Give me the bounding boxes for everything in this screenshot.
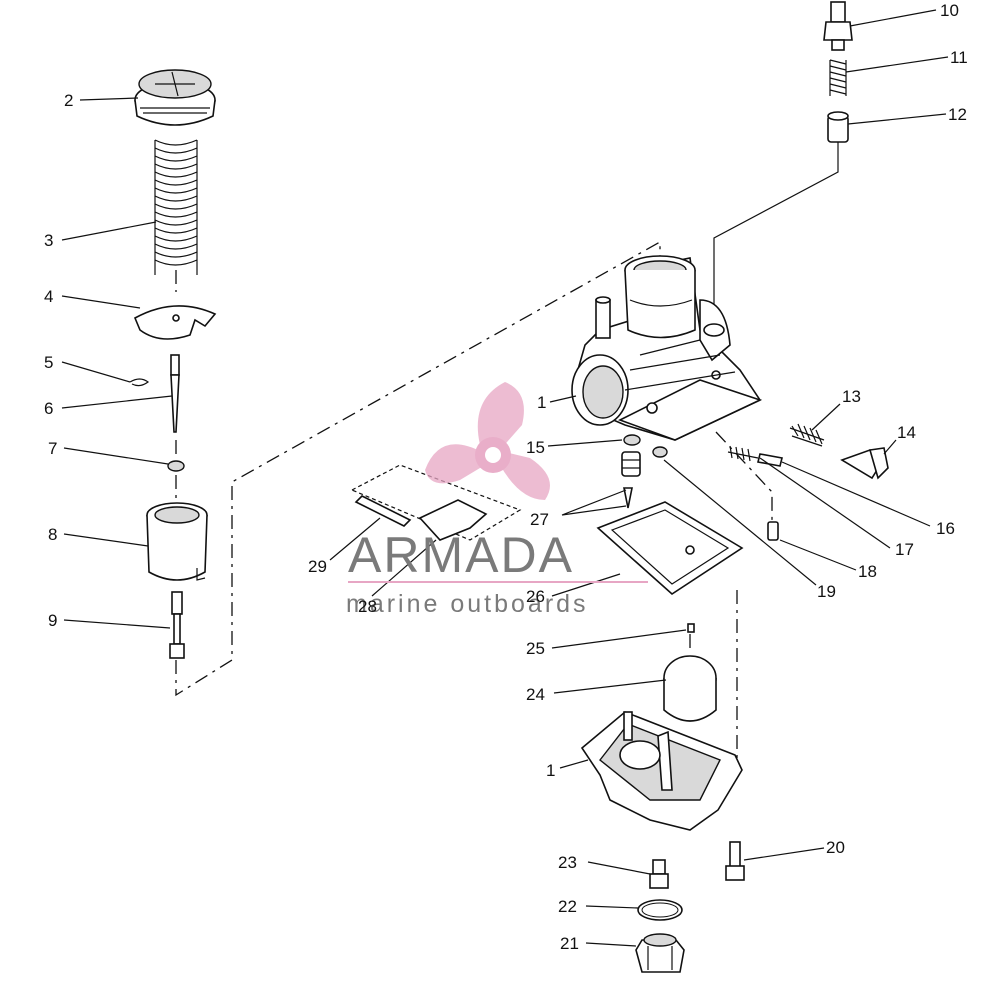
guide-line-bowl xyxy=(689,590,738,760)
fitting-part xyxy=(823,1,853,51)
needle-jet-part xyxy=(621,451,641,477)
propeller-blade-top xyxy=(477,382,524,450)
drain-plug-part xyxy=(635,933,685,973)
washer-part xyxy=(167,460,185,472)
label-part-22: 22 xyxy=(558,897,577,916)
label-part-7: 7 xyxy=(48,439,57,458)
washer-small-part xyxy=(623,434,641,446)
cap-part xyxy=(134,69,216,126)
gasket-part xyxy=(596,501,744,596)
jet-needle-holder-part xyxy=(169,591,185,659)
label-part-24: 24 xyxy=(526,685,545,704)
air-screw-part xyxy=(727,445,783,467)
guide-line-left xyxy=(175,240,661,697)
jet-plug-part xyxy=(767,521,779,541)
propeller-blade-left xyxy=(425,444,485,484)
label-part-5: 5 xyxy=(44,353,53,372)
bowl-screw-part xyxy=(725,841,745,881)
bowl-o-ring-part xyxy=(637,899,683,921)
guide-line-jet xyxy=(715,431,773,520)
plate-part xyxy=(133,305,217,340)
spring-part xyxy=(154,139,198,275)
label-part-10: 10 xyxy=(940,1,959,20)
label-part-18: 18 xyxy=(858,562,877,581)
float-bowl-part xyxy=(580,711,743,831)
label-part-21: 21 xyxy=(560,934,579,953)
guide-line-right xyxy=(713,142,839,330)
label-part-12: 12 xyxy=(948,105,967,124)
propeller-blade-right xyxy=(500,452,550,500)
label-part-13: 13 xyxy=(842,387,861,406)
armada-logo xyxy=(425,382,550,500)
label-part-2: 2 xyxy=(64,91,73,110)
label-part-11: 11 xyxy=(950,48,968,67)
label-part-29: 29 xyxy=(308,557,327,576)
float-part xyxy=(663,655,717,722)
idle-spring-part xyxy=(789,423,825,447)
o-ring-part xyxy=(652,446,668,458)
label-part-14: 14 xyxy=(897,423,916,442)
throttle-valve-part xyxy=(146,502,208,581)
main-jet-part xyxy=(649,859,669,889)
needle-part xyxy=(170,354,180,433)
clip-part xyxy=(129,378,150,387)
label-part-16: 16 xyxy=(936,519,955,538)
label-part-8: 8 xyxy=(48,525,57,544)
label-part-1a: 1 xyxy=(537,393,546,412)
bowl-o-ring-inner xyxy=(641,902,679,918)
label-part-28: 28 xyxy=(358,597,377,616)
label-part-9: 9 xyxy=(48,611,57,630)
label-part-6: 6 xyxy=(44,399,53,418)
part-number-labels: 2 3 4 5 6 7 8 9 10 11 12 1 13 14 15 16 1… xyxy=(44,1,968,953)
float-needle-part xyxy=(623,487,633,509)
carburetor-body-part xyxy=(571,255,763,441)
propeller-hub-center xyxy=(485,447,501,463)
label-part-1b: 1 xyxy=(546,761,555,780)
plunger-part xyxy=(827,111,849,143)
label-part-3: 3 xyxy=(44,231,53,250)
label-part-26: 26 xyxy=(526,587,545,606)
label-part-19: 19 xyxy=(817,582,836,601)
small-spring-part xyxy=(829,59,847,96)
label-part-17: 17 xyxy=(895,540,914,559)
pin-part xyxy=(687,623,695,633)
label-part-23: 23 xyxy=(558,853,577,872)
brand-name: ARMADA xyxy=(348,527,574,583)
label-part-20: 20 xyxy=(826,838,845,857)
label-part-15: 15 xyxy=(526,438,545,457)
label-part-4: 4 xyxy=(44,287,53,306)
float-arm-part xyxy=(350,464,522,541)
brand-tagline: marine outboards xyxy=(346,590,589,618)
label-part-25: 25 xyxy=(526,639,545,658)
idle-screw-part xyxy=(840,447,889,480)
label-part-27: 27 xyxy=(530,510,549,529)
leader-lines xyxy=(61,9,949,947)
